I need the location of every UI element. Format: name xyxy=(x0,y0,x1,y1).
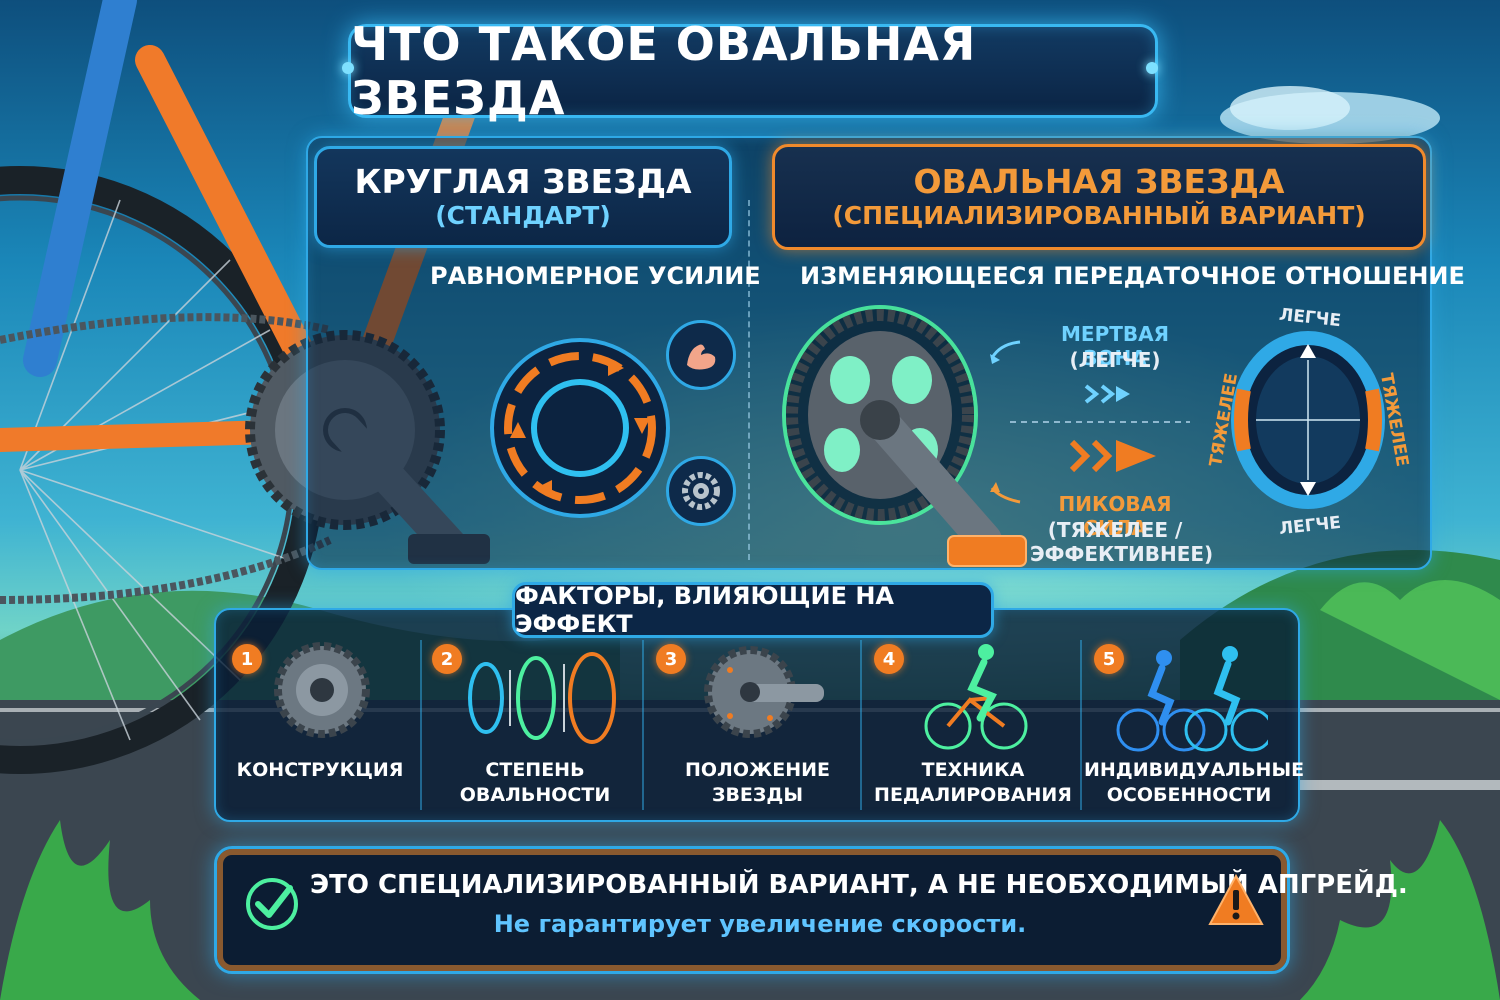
note-sub: Не гарантирует увеличение скорости. xyxy=(493,910,1027,938)
factor-number: 5 xyxy=(1094,644,1124,674)
peak-note-line1: (ТЯЖЕЛЕЕ / xyxy=(1047,518,1183,542)
page-title: ЧТО ТАКОЕ ОВАЛЬНАЯ ЗВЕЗДА xyxy=(351,17,977,125)
peak-note-line2: ЭФФЕКТИВНЕЕ) xyxy=(1030,542,1214,566)
factor-number: 4 xyxy=(874,644,904,674)
factor-number: 1 xyxy=(232,644,262,674)
title-dot-left xyxy=(342,62,354,74)
factor-number: 2 xyxy=(432,644,462,674)
title-banner: ЧТО ТАКОЕ ОВАЛЬНАЯ ЗВЕЗДА xyxy=(348,17,1158,125)
two-cyclists-icon xyxy=(1116,646,1268,752)
round-heading-box: КРУГЛАЯ ЗВЕЗДА (СТАНДАРТ) xyxy=(314,146,732,248)
note-box xyxy=(214,846,1290,974)
oval-heading-box: ОВАЛЬНАЯ ЗВЕЗДА (СПЕЦИАЛИЗИРОВАННЫЙ ВАРИ… xyxy=(772,144,1426,250)
factor-label-line1: ПОЛОЖЕНИЕ xyxy=(684,759,830,781)
crank-icon xyxy=(704,646,824,738)
cyclist-icon xyxy=(924,644,1028,750)
factor-number: 3 xyxy=(656,644,686,674)
gear-icon xyxy=(666,456,736,526)
factor-label-line1: СТЕПЕНЬ xyxy=(485,759,585,781)
section-divider xyxy=(748,200,750,560)
round-heading: КРУГЛАЯ ЗВЕЗДА xyxy=(354,162,692,201)
factor-divider xyxy=(860,640,862,810)
factors-heading-box: ФАКТОРЫ, ВЛИЯЮЩИЕ НА ЭФФЕКТ xyxy=(512,582,994,638)
round-chainring-diagram xyxy=(490,338,670,518)
oval-subheading: (СПЕЦИАЛИЗИРОВАННЫЙ ВАРИАНТ) xyxy=(832,201,1366,230)
oval-heading: ОВАЛЬНАЯ ЗВЕЗДА xyxy=(913,162,1285,201)
bicep-icon xyxy=(666,320,736,390)
peak-title: ПИКОВАЯ СИЛА xyxy=(1058,492,1172,540)
dead-zone-note: (ЛЕГЧЕ) xyxy=(1069,348,1161,372)
warning-icon xyxy=(1208,873,1264,925)
ratio-arrows xyxy=(990,340,1190,504)
ovals-icon xyxy=(468,652,616,744)
factors-heading: ФАКТОРЫ, ВЛИЯЮЩИЕ НА ЭФФЕКТ xyxy=(515,582,894,638)
factor-label-line1: ТЕХНИКА xyxy=(921,759,1025,781)
check-icon xyxy=(246,878,298,930)
factor-label-line1: КОНСТРУКЦИЯ xyxy=(236,759,404,781)
factor-label-line2: ПЕДАЛИРОВАНИЯ xyxy=(874,784,1072,806)
title-dot-right xyxy=(1146,62,1158,74)
ratio-dial xyxy=(1231,331,1385,509)
factor-label-line1: ИНДИВИДУАЛЬНЫЕ xyxy=(1084,759,1305,781)
oval-chainring-diagram xyxy=(782,305,1027,567)
round-subheading: (СТАНДАРТ) xyxy=(435,201,611,230)
oval-caption: ИЗМЕНЯЮЩЕЕСЯ ПЕРЕДАТОЧНОЕ ОТНОШЕНИЕ xyxy=(800,262,1465,290)
factor-label-line2: ОСОБЕННОСТИ xyxy=(1106,784,1272,806)
factor-divider xyxy=(1080,640,1082,810)
factor-divider xyxy=(420,640,422,810)
factor-label-line2: ОВАЛЬНОСТИ xyxy=(459,784,611,806)
round-caption: РАВНОМЕРНОЕ УСИЛИЕ xyxy=(430,262,761,290)
factor-divider xyxy=(642,640,644,810)
note-main: ЭТО СПЕЦИАЛИЗИРОВАННЫЙ ВАРИАНТ, А НЕ НЕО… xyxy=(310,870,1408,900)
factor-label-line2: ЗВЕЗДЫ xyxy=(711,784,804,806)
chainring-icon xyxy=(274,642,370,738)
dead-zone-title: МЕРТВАЯ ЗОНА xyxy=(1061,322,1169,370)
